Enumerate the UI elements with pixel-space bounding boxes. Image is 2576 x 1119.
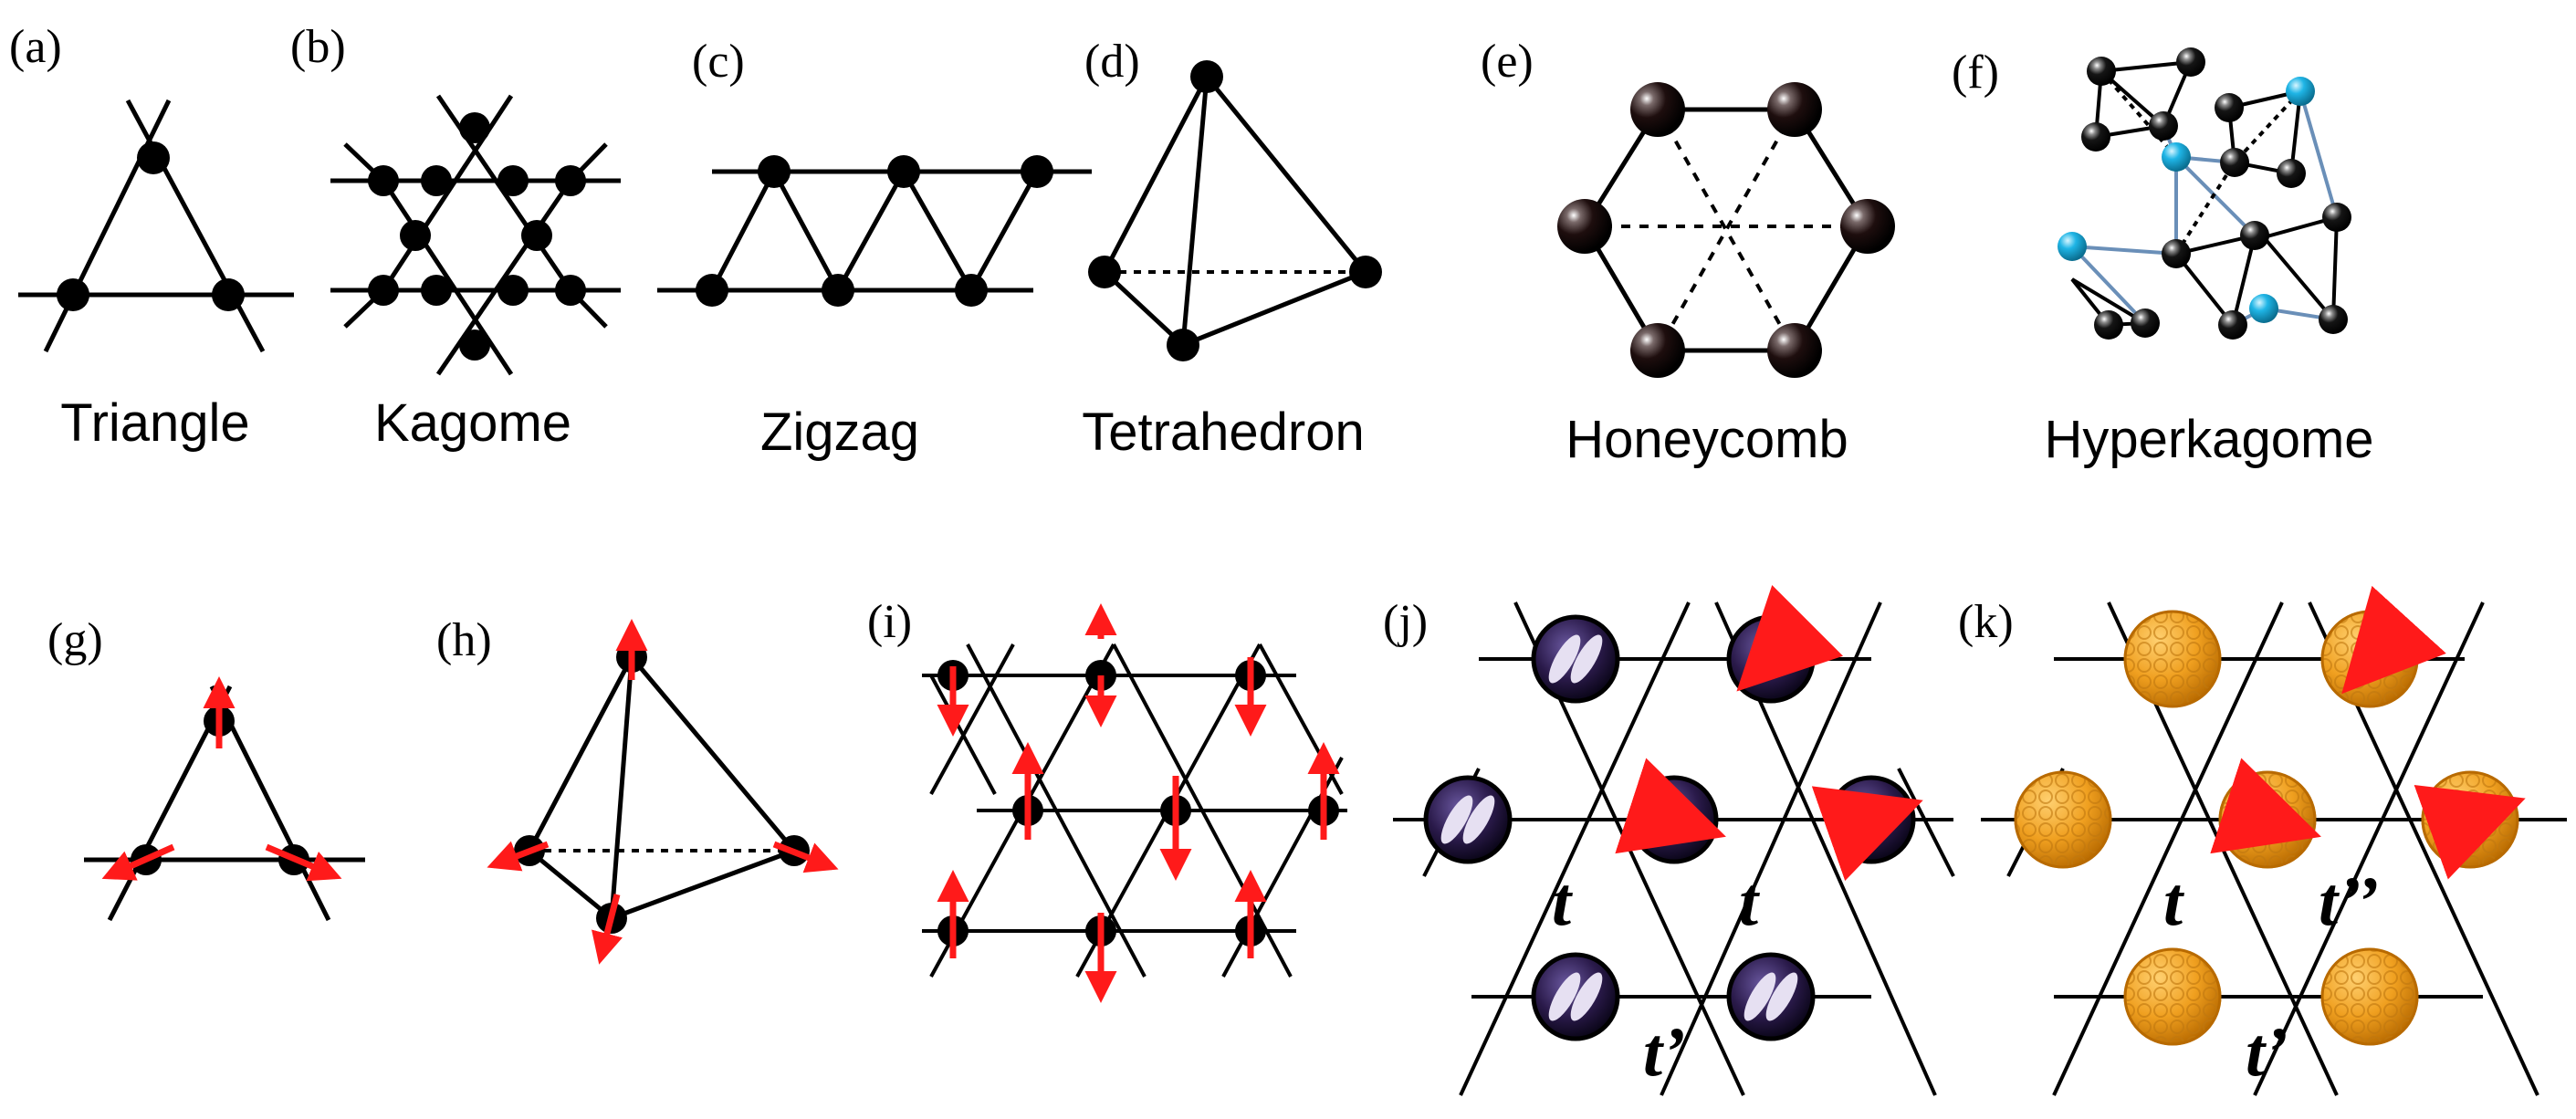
panel-label-c: (c) [692,36,745,88]
panel-label-g: (g) [47,614,103,666]
panel-label-a: (a) [9,21,62,73]
caption-hyperkagome: Hyperkagome [2044,410,2374,469]
triangle-lattice [18,99,294,353]
orbital-sphere [1531,952,1620,1041]
fullerene [2320,947,2419,1046]
tetrahedron-spins [527,655,796,921]
panel-label-k: (k) [1958,596,2014,648]
panel-label-i: (i) [867,596,913,648]
tetrahedron-spin-sites [514,642,810,934]
caption-zigzag: Zigzag [759,403,920,462]
panel-label-f: (f) [1952,47,1999,99]
hop-k-t3: t’ [2246,1014,2288,1091]
fullerene [2014,770,2112,869]
hyperkagome-sites [2058,47,2351,340]
panel-label-h: (h) [436,614,492,666]
zigzag-chain [657,166,1092,296]
spin-arrows-k [2210,585,2526,880]
fullerene [2123,610,2222,708]
zigzag-sites [696,155,1053,307]
honeycomb-sites [1557,82,1895,378]
orbital-sphere [1423,775,1513,864]
triangle-sites [57,141,245,311]
orbital-sphere [1531,614,1620,704]
panel-label-b: (b) [290,21,346,73]
hop-j-t1: t [1552,863,1572,940]
panel-label-d: (d) [1084,36,1140,88]
tetrahedron [1102,75,1367,348]
spin-arrows-j [1615,584,1923,882]
hop-k-t2: t’’ [2319,863,2380,940]
triangle-spin-arrows [101,676,342,882]
panel-label-e: (e) [1481,36,1534,88]
caption-honeycomb: Honeycomb [1565,410,1848,469]
kagome-sites [368,112,586,361]
fullerene [2123,947,2222,1046]
tetrahedron-sites [1088,60,1382,361]
caption-triangle: Triangle [60,393,250,453]
triangular-lattice-i [922,643,1347,978]
hop-j-t3: t’ [1643,1014,1686,1091]
caption-tetrahedron: Tetrahedron [1082,403,1365,462]
panel-label-j: (j) [1383,596,1429,648]
spin-arrows-i [937,603,1340,1003]
caption-kagome: Kagome [373,393,572,453]
tetrahedron-spin-arrows [487,619,839,965]
hop-k-t1: t [2163,863,2183,940]
honeycomb-hexagon [1582,107,1870,353]
orbital-sphere [1726,952,1816,1041]
